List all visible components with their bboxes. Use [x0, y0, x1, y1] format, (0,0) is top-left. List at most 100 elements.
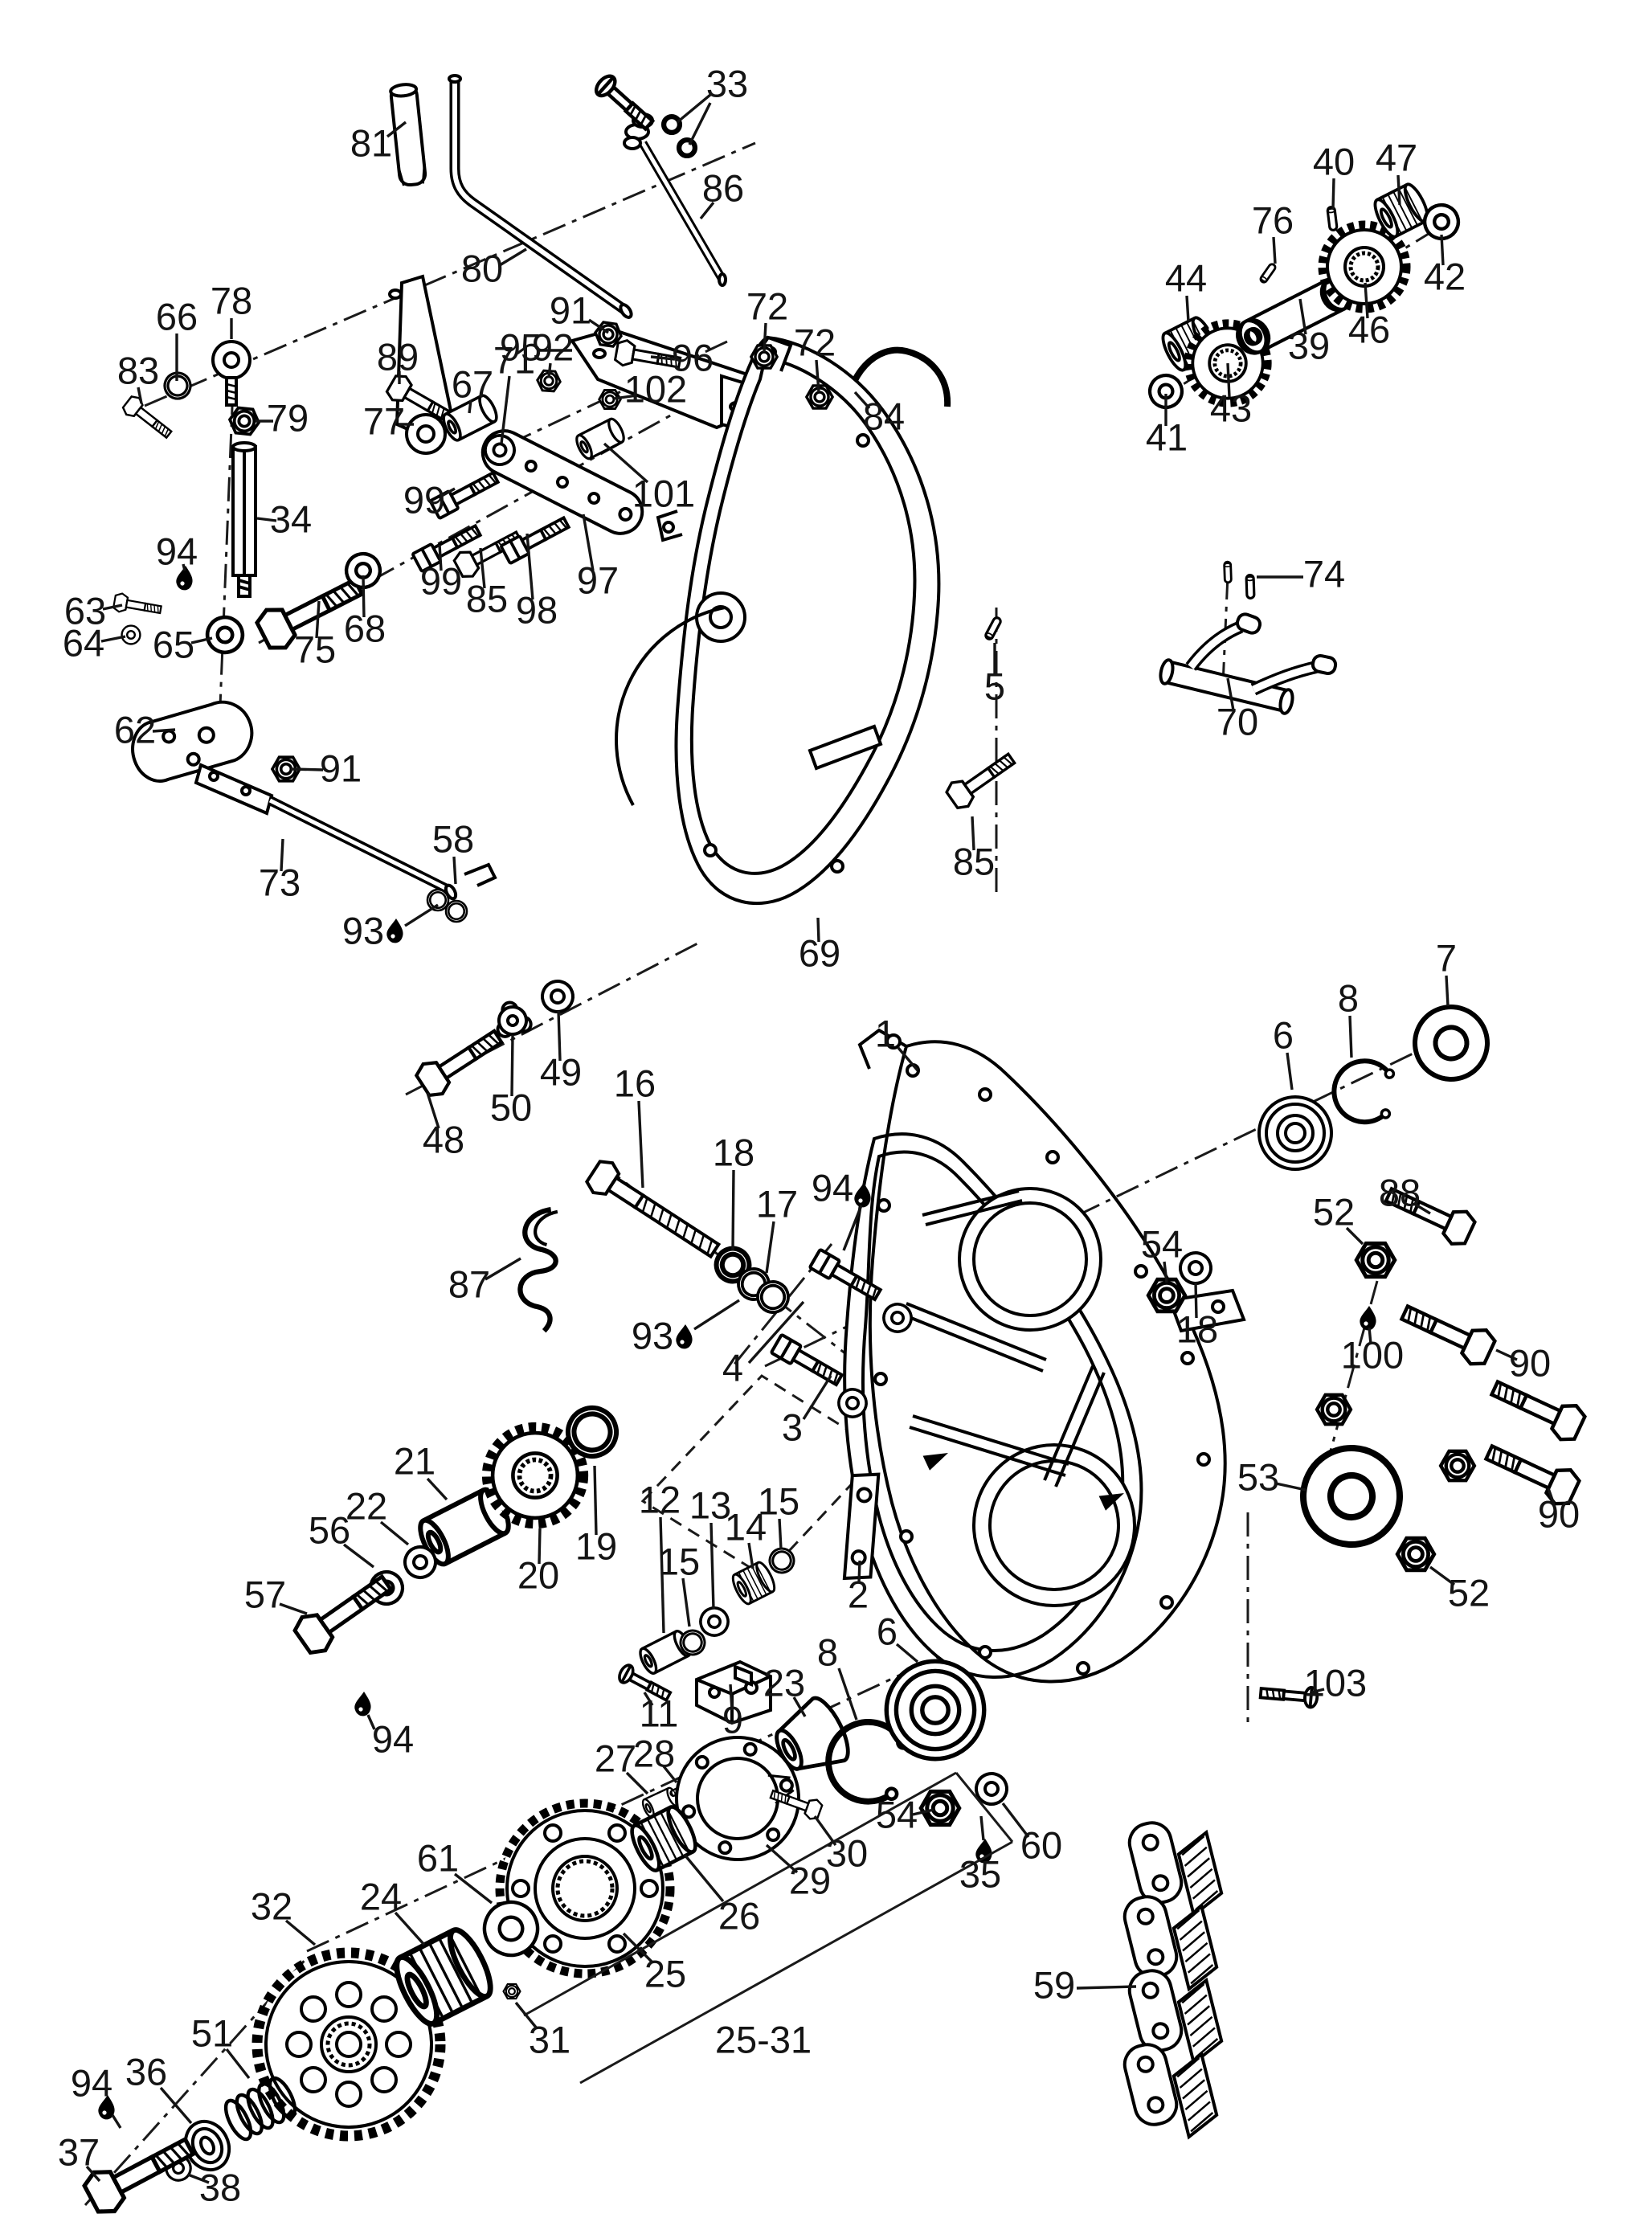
callout-20: 20: [517, 1553, 559, 1596]
callout-90: 90: [1509, 1341, 1551, 1384]
leader-line: [1001, 1802, 1030, 1839]
callout-26: 26: [718, 1894, 760, 1937]
leader-line: [1413, 1202, 1431, 1215]
leader-line: [676, 93, 712, 124]
callout-103: 103: [1304, 1661, 1367, 1704]
callout-71: 71: [493, 338, 535, 381]
callout-25: 25: [644, 1952, 686, 1995]
callout-72: 72: [746, 284, 788, 327]
callout-16: 16: [614, 1062, 656, 1104]
leader-line: [111, 2114, 122, 2129]
callout-8: 8: [817, 1631, 838, 1673]
standoff-34: [231, 441, 257, 598]
callout-94: 94: [71, 2061, 112, 2104]
axis-line: [764, 1037, 1446, 1368]
oil-drop-icon: [386, 919, 403, 943]
leader-line: [290, 767, 324, 771]
callout-38: 38: [199, 2166, 241, 2208]
leader-line: [1272, 236, 1277, 264]
leader-line: [557, 1010, 562, 1062]
callout-72: 72: [794, 321, 836, 363]
part-washer: [121, 624, 141, 645]
callout-11: 11: [640, 1692, 679, 1734]
callout-77: 77: [363, 399, 405, 442]
leader-line: [897, 1046, 919, 1072]
leader-line: [137, 387, 143, 404]
leader-line: [1286, 1052, 1294, 1090]
leader-line: [1311, 1688, 1325, 1694]
leader-line: [159, 2086, 193, 2125]
callout-19: 19: [575, 1524, 617, 1567]
callout-60: 60: [1020, 1823, 1062, 1866]
part-cyl: [572, 415, 628, 462]
range-bracket-line: [579, 1840, 1013, 2085]
callout-58: 58: [432, 817, 474, 860]
callout-78: 78: [211, 279, 252, 321]
leader-line: [1429, 1565, 1456, 1586]
leader-line: [1331, 178, 1335, 210]
callout-36: 36: [125, 2050, 167, 2093]
leader-line: [280, 838, 284, 872]
callout-28: 28: [633, 1732, 675, 1774]
part-ring: [444, 899, 468, 923]
leader-line: [440, 487, 456, 498]
gearcase-housing-1: [843, 1028, 1246, 1684]
part-clip87: [517, 1208, 559, 1332]
leader-line: [100, 635, 126, 643]
leader-line: [453, 1872, 493, 1905]
leader-line: [468, 399, 472, 414]
part-oringB: [664, 117, 680, 133]
leader-line: [190, 636, 213, 644]
part-nut: [1148, 1279, 1185, 1311]
leader-line: [662, 1765, 678, 1784]
rod-73: [194, 763, 458, 901]
plate-97: [480, 429, 644, 535]
callout-17: 17: [756, 1182, 798, 1225]
leader-line: [452, 856, 457, 885]
callout-66: 66: [156, 295, 198, 338]
leader-line: [637, 1100, 644, 1189]
range-bracket-line: [955, 1772, 1014, 1843]
leader-line: [816, 917, 820, 943]
callout-68: 68: [344, 607, 386, 649]
callout-43: 43: [1210, 387, 1252, 429]
range-bracket-line: [523, 1771, 957, 2017]
callout-80: 80: [461, 247, 503, 289]
callout-44: 44: [1165, 256, 1207, 299]
leader-line: [1076, 1985, 1137, 1990]
leader-line: [1185, 295, 1190, 322]
callout-93: 93: [342, 909, 384, 951]
oil-drop-icon: [676, 1324, 693, 1349]
callout-69: 69: [799, 931, 840, 974]
leader-line: [765, 1221, 775, 1274]
part-bolt16: [582, 1155, 726, 1267]
callout-13: 13: [689, 1483, 731, 1526]
callout-8: 8: [1338, 976, 1359, 1019]
callout-6: 6: [1273, 1013, 1294, 1056]
leader-line: [729, 1684, 734, 1711]
callout-3: 3: [782, 1406, 803, 1448]
callout-40: 40: [1313, 140, 1355, 182]
leader-line: [1440, 234, 1445, 266]
callout-2: 2: [848, 1573, 869, 1615]
callout-35: 35: [959, 1852, 1001, 1895]
leader-line: [979, 1815, 985, 1841]
leader-line: [625, 1771, 649, 1795]
callout-41: 41: [1146, 415, 1188, 458]
callout-96: 96: [672, 336, 714, 379]
leader-line: [1348, 1015, 1353, 1058]
leader-line: [857, 1560, 861, 1584]
leader-line: [426, 1092, 440, 1129]
leader-line: [225, 2048, 251, 2080]
leader-line: [315, 600, 321, 639]
part-pin: [983, 615, 1004, 642]
callout-94: 94: [156, 530, 198, 572]
leader-line: [547, 362, 552, 379]
leader-line: [256, 517, 277, 522]
leader-line: [693, 1299, 740, 1331]
callout-87: 87: [448, 1262, 490, 1305]
callout-70: 70: [1217, 700, 1258, 743]
callout-95: 95: [500, 325, 542, 368]
callout-56: 56: [309, 1508, 350, 1551]
leader-line: [485, 1257, 521, 1281]
